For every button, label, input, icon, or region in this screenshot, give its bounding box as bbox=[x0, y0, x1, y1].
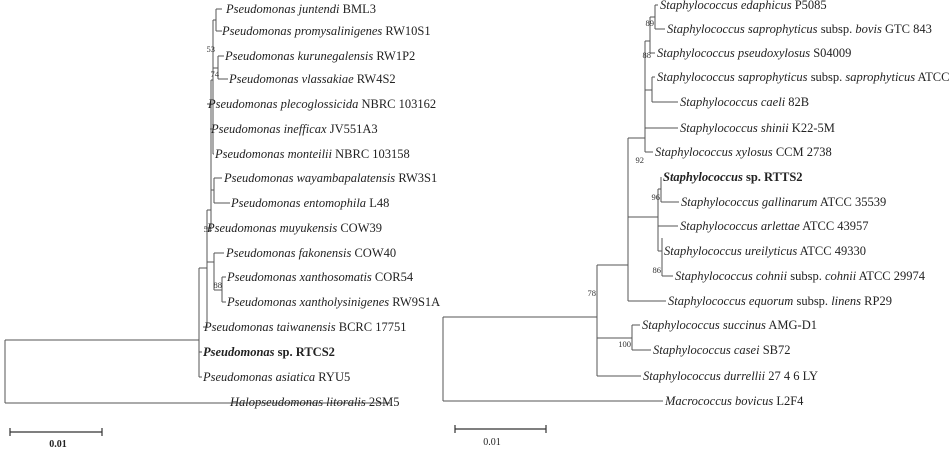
taxon-label: Pseudomonas wayambapalatensis RW3S1 bbox=[223, 171, 437, 185]
bootstrap-value: 86 bbox=[653, 265, 662, 275]
taxon-label: Pseudomonas plecoglossicida NBRC 103162 bbox=[207, 97, 436, 111]
bootstrap-value: 100 bbox=[618, 339, 631, 349]
taxon-label: Pseudomonas fakonensis COW40 bbox=[225, 246, 396, 260]
taxon-label: Staphylococcus durrellii 27 4 6 LY bbox=[643, 369, 818, 383]
taxon-label: Staphylococcus succinus AMG-D1 bbox=[642, 318, 817, 332]
scale-bar-label: 0.01 bbox=[49, 439, 67, 450]
bootstrap-value: 96 bbox=[652, 192, 661, 202]
taxon-label: Halopseudomonas litoralis 2SM5 bbox=[229, 395, 399, 409]
taxon-label: Pseudomonas xantholysinigenes RW9S1A bbox=[226, 295, 440, 309]
taxon-label: Staphylococcus saprophyticus subsp. bovi… bbox=[667, 22, 932, 36]
taxon-label: Pseudomonas juntendi BML3 bbox=[225, 2, 376, 16]
taxon-label: Staphylococcus ureilyticus ATCC 49330 bbox=[664, 244, 866, 258]
taxon-label: Staphylococcus caeli 82B bbox=[680, 95, 809, 109]
taxon-label: Pseudomonas taiwanensis BCRC 17751 bbox=[203, 320, 406, 334]
bootstrap-value: 54 bbox=[204, 224, 213, 234]
taxon-label: Staphylococcus cohnii subsp. cohnii ATCC… bbox=[675, 269, 926, 283]
taxon-label: Pseudomonas entomophila L48 bbox=[230, 196, 389, 210]
taxon-label: Staphylococcus gallinarum ATCC 35539 bbox=[681, 195, 886, 209]
taxon-label: Staphylococcus saprophyticus subsp. sapr… bbox=[657, 70, 951, 84]
taxon-label: Pseudomonas kurunegalensis RW1P2 bbox=[224, 49, 415, 63]
taxon-label: Pseudomonas promysalinigenes RW10S1 bbox=[221, 24, 431, 38]
taxon-label: Staphylococcus sp. RTTS2 bbox=[663, 170, 803, 184]
taxon-label: Staphylococcus equorum subsp. linens RP2… bbox=[668, 294, 892, 308]
taxon-label: Staphylococcus pseudoxylosus S04009 bbox=[657, 46, 851, 60]
taxon-label: Pseudomonas vlassakiae RW4S2 bbox=[228, 72, 396, 86]
bootstrap-value: 88 bbox=[643, 50, 652, 60]
staphylococcus-tree: Staphylococcus edaphicus P5085Staphyloco… bbox=[442, 0, 951, 448]
bootstrap-value: 78 bbox=[588, 288, 597, 298]
taxon-label: Staphylococcus edaphicus P5085 bbox=[660, 0, 827, 12]
taxon-label: Pseudomonas monteilii NBRC 103158 bbox=[214, 147, 410, 161]
taxon-label: Macrococcus bovicus L2F4 bbox=[664, 394, 804, 408]
taxon-label: Staphylococcus shinii K22-5M bbox=[680, 121, 835, 135]
bootstrap-value: 89 bbox=[646, 18, 655, 28]
bootstrap-value: 92 bbox=[636, 155, 645, 165]
taxon-label: Pseudomonas muyukensis COW39 bbox=[206, 221, 382, 235]
scale-bar-label: 0.01 bbox=[483, 437, 501, 448]
bootstrap-value: 53 bbox=[207, 44, 216, 54]
taxon-label: Pseudomonas asiatica RYU5 bbox=[202, 370, 350, 384]
taxon-label: Staphylococcus casei SB72 bbox=[653, 343, 790, 357]
taxon-label: Staphylococcus xylosus CCM 2738 bbox=[655, 145, 832, 159]
taxon-label: Staphylococcus arlettae ATCC 43957 bbox=[680, 219, 869, 233]
bootstrap-value: 74 bbox=[211, 69, 220, 79]
bootstrap-value: 88 bbox=[214, 280, 223, 290]
taxon-label: Pseudomonas sp. RTCS2 bbox=[203, 345, 335, 359]
taxon-label: Pseudomonas inefficax JV551A3 bbox=[210, 122, 378, 136]
taxon-label: Pseudomonas xanthosomatis COR54 bbox=[226, 270, 414, 284]
